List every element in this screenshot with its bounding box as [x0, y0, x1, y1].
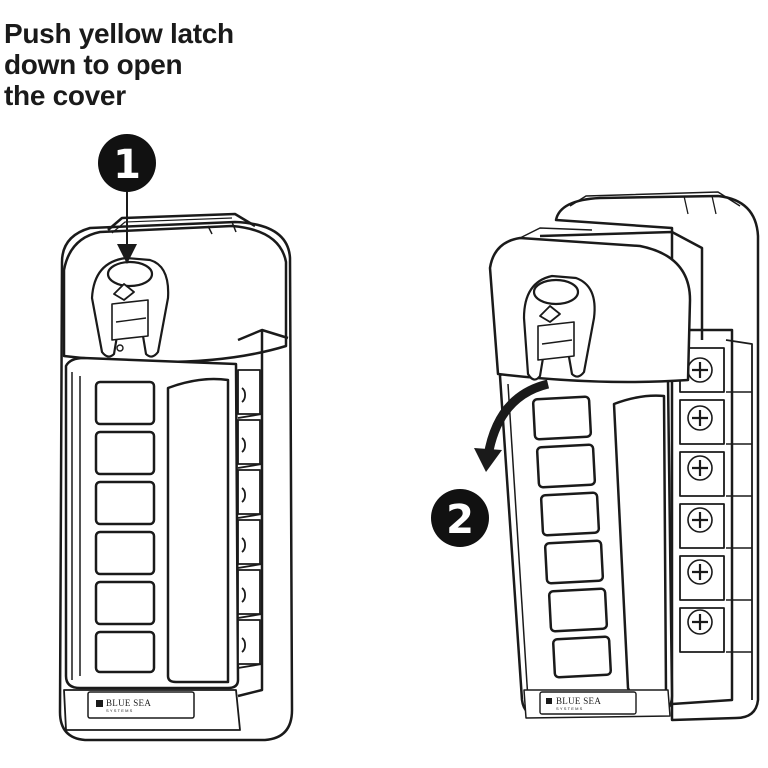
fuse-label-window [543, 539, 605, 585]
fuse-label-window [535, 443, 597, 489]
latch-button[interactable] [532, 278, 580, 306]
fuse-label-window [547, 587, 609, 633]
fuse-label-window [551, 635, 613, 679]
terminal-column [237, 369, 263, 669]
brand-name: BLUE SEA [106, 698, 151, 708]
brand-name: BLUE SEA [556, 696, 601, 706]
open-direction-arrow [474, 379, 550, 472]
latch-button[interactable] [106, 260, 154, 288]
yellow-latch[interactable] [522, 274, 596, 381]
instruction-line-3: the cover [4, 80, 126, 111]
fuse-label-window [531, 395, 593, 441]
instruction-line-1: Push yellow latch [4, 18, 234, 49]
fuse-label-window [539, 491, 601, 537]
brand-plate [539, 691, 637, 715]
brand-sub: SYSTEMS [556, 706, 584, 711]
yellow-latch[interactable] [90, 256, 170, 358]
brand-sub: SYSTEMS [106, 708, 134, 713]
fuse-block-opening [488, 191, 760, 722]
fuse-label-window [94, 430, 156, 476]
fuse-label-window [94, 580, 156, 626]
step-2-number: 2 [446, 497, 474, 543]
instruction-line-2: down to open [4, 49, 183, 80]
step-2-marker: 2 [431, 489, 489, 547]
instruction-text: Push yellow latch down to open the cover [4, 18, 234, 111]
brand-plate [87, 691, 195, 719]
fuse-block-closed [58, 212, 294, 742]
fuse-label-window [94, 530, 156, 576]
fuse-label-window [94, 480, 156, 526]
fuse-label-window [94, 380, 156, 426]
fuse-label-window [94, 630, 156, 674]
step-1-number: 1 [113, 142, 141, 188]
step-1-marker: 1 [98, 134, 156, 264]
